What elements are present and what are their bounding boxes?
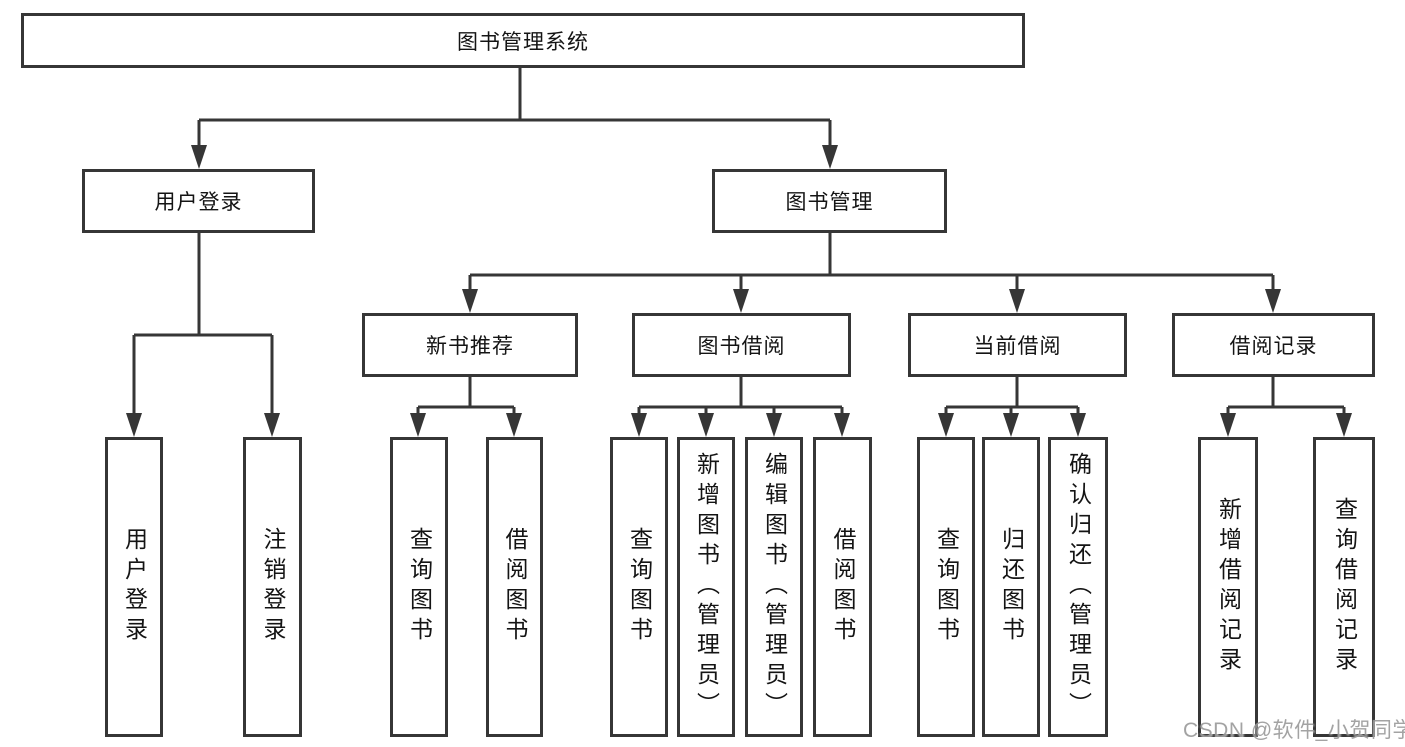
node-user-login: 用户登录 <box>82 169 315 233</box>
leaf-query-books-borrowing: 查询图书 <box>610 437 668 737</box>
node-book-borrowing: 图书借阅 <box>632 313 851 377</box>
leaf-add-borrow-record: 新增借阅记录 <box>1198 437 1258 737</box>
leaf-add-books-admin: 新增图书（管理员） <box>677 437 735 737</box>
node-new-book-recommend: 新书推荐 <box>362 313 578 377</box>
leaf-query-books-recommend: 查询图书 <box>390 437 448 737</box>
leaf-borrow-books-borrowing: 借阅图书 <box>813 437 872 737</box>
node-root-system: 图书管理系统 <box>21 13 1025 68</box>
leaf-return-books: 归还图书 <box>982 437 1040 737</box>
leaf-logout: 注销登录 <box>243 437 302 737</box>
node-book-management: 图书管理 <box>712 169 947 233</box>
leaf-confirm-return-admin: 确认归还（管理员） <box>1048 437 1108 737</box>
node-borrowing-records: 借阅记录 <box>1172 313 1375 377</box>
watermark: CSDN @软件_小贺同学 <box>1183 719 1405 742</box>
leaf-borrow-books-recommend: 借阅图书 <box>486 437 543 737</box>
leaf-edit-books-admin: 编辑图书（管理员） <box>745 437 803 737</box>
leaf-user-login: 用户登录 <box>105 437 163 737</box>
leaf-query-books-current: 查询图书 <box>917 437 975 737</box>
arrowheads <box>126 145 1352 437</box>
leaf-query-borrow-record: 查询借阅记录 <box>1313 437 1375 737</box>
node-current-borrowing: 当前借阅 <box>908 313 1127 377</box>
